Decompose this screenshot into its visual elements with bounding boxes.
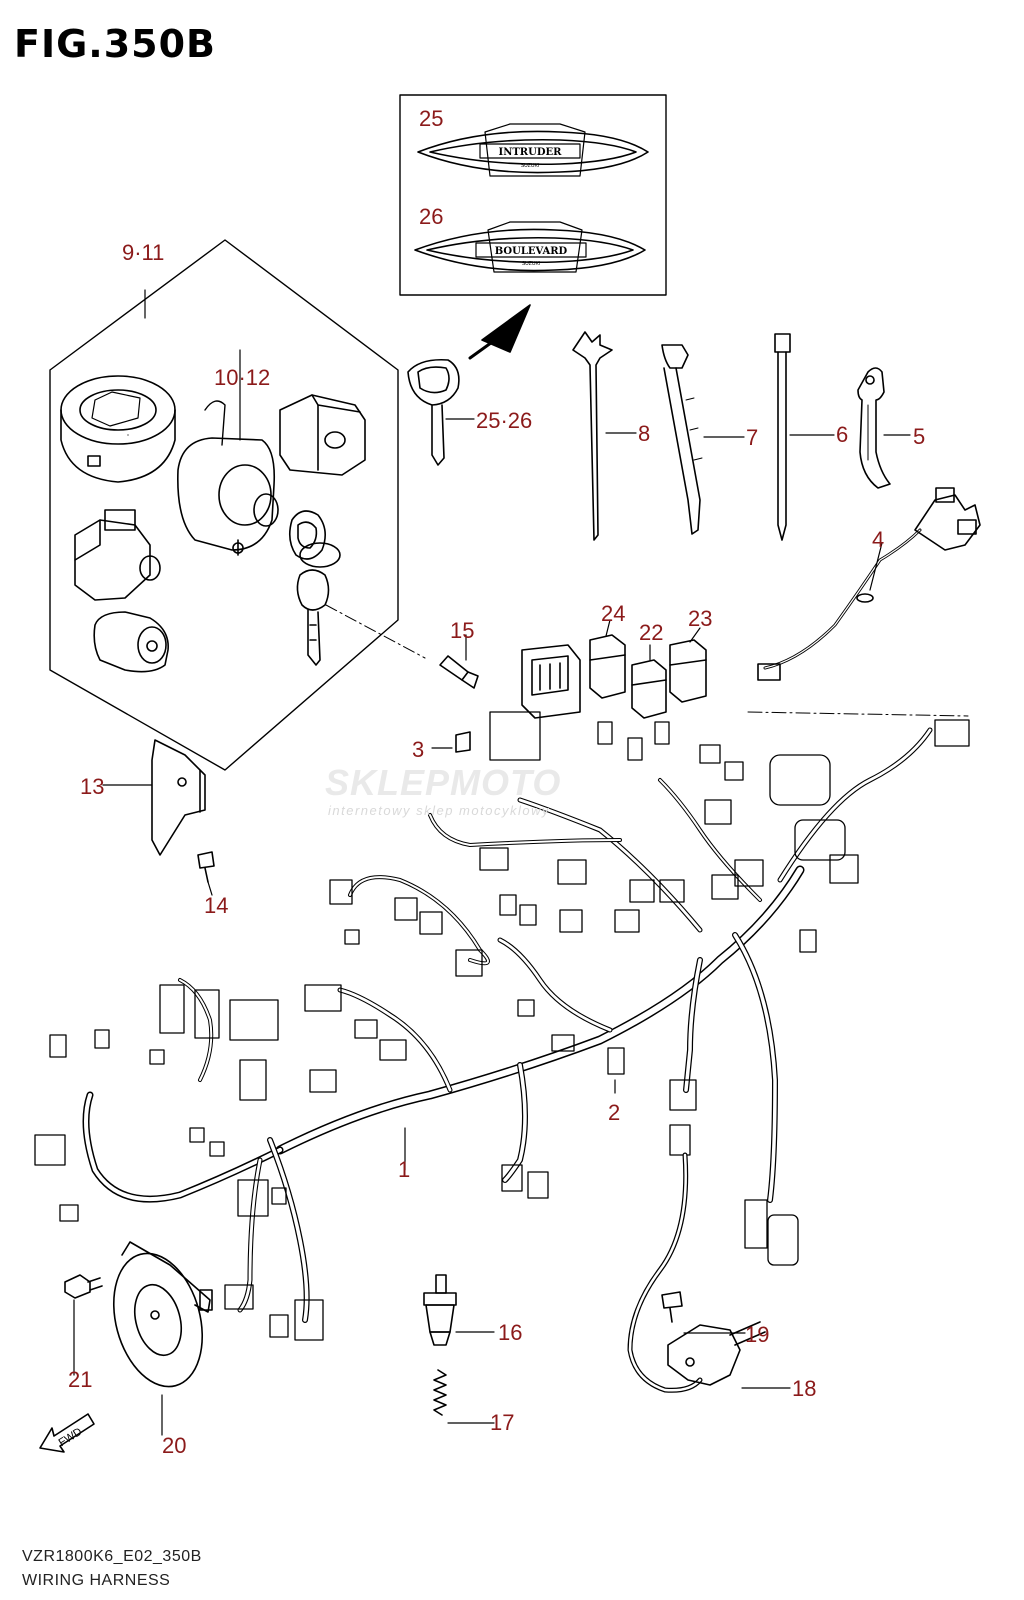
ignition-switch-part	[177, 349, 279, 556]
sub-harness-4	[757, 487, 981, 681]
callout-22: 22	[639, 620, 664, 645]
callout-25-26: 25·26	[476, 408, 533, 433]
bolt-21	[64, 1274, 103, 1299]
fuel-cap-cylinder-part	[93, 611, 169, 673]
emblem-26-boulevard: BOULEVARD SUZUKI	[414, 221, 646, 273]
leader-lines	[73, 418, 911, 1436]
callout-4: 4	[872, 527, 885, 552]
callout-6: 6	[836, 422, 849, 447]
callout-1: 1	[398, 1157, 411, 1182]
callout-2: 2	[608, 1100, 621, 1125]
callout-7: 7	[746, 425, 759, 450]
callout-13: 13	[80, 774, 105, 799]
bolt-15	[439, 655, 479, 689]
callout-18: 18	[792, 1376, 817, 1401]
callout-3: 3	[412, 737, 425, 762]
relay-24	[589, 634, 626, 699]
spring-17	[433, 1369, 447, 1416]
fuse-3	[455, 731, 471, 753]
callout-9-11: 9·11	[122, 240, 165, 265]
sidestand-switch-wire	[627, 1152, 703, 1393]
emblem-inset-box	[399, 94, 667, 360]
main-harness	[82, 727, 933, 1323]
callout-14: 14	[204, 893, 229, 918]
emblem-26-text: BOULEVARD	[495, 246, 568, 257]
ignition-ring-part	[60, 375, 176, 483]
callout-20: 20	[162, 1433, 187, 1458]
callout-24: 24	[601, 601, 626, 626]
emblem-25-text: INTRUDER	[499, 147, 563, 158]
screw-14	[197, 851, 215, 883]
fuse-box	[521, 644, 581, 719]
ignition-set-box	[49, 239, 399, 771]
clamp-5	[857, 367, 891, 489]
harness-connectors	[34, 711, 970, 1341]
keys-part	[288, 510, 341, 666]
screw-19	[661, 1291, 683, 1323]
callout-19: 19	[745, 1322, 770, 1347]
callout-25: 25	[419, 106, 444, 131]
callout-17: 17	[490, 1410, 515, 1435]
callout-23: 23	[688, 606, 713, 631]
model-code: VZR1800K6_E02_350B	[22, 1548, 202, 1565]
relay-22	[631, 659, 667, 719]
watermark-tagline: internetowy sklep motocyklowy	[328, 803, 550, 818]
relay-23	[669, 639, 707, 703]
emblem-25-brand: SUZUKI	[521, 163, 539, 169]
callout-15: 15	[450, 618, 475, 643]
emblem-26-brand: SUZUKI	[522, 261, 540, 267]
callout-5: 5	[913, 424, 926, 449]
callout-8: 8	[638, 421, 651, 446]
callout-16: 16	[498, 1320, 523, 1345]
lock-cylinder-part	[74, 509, 161, 601]
horn-20	[112, 1241, 213, 1388]
callout-10-12: 10·12	[214, 365, 271, 390]
cable-tie-6	[774, 333, 791, 541]
cable-tie-8	[572, 331, 613, 541]
callout-21: 21	[68, 1367, 93, 1392]
emblem-25-intruder: INTRUDER SUZUKI	[417, 123, 649, 177]
cable-tie-7	[661, 344, 703, 535]
watermark-logo: SKLEPMOTO	[325, 762, 562, 803]
bracket-13	[151, 739, 206, 856]
figure-title: FIG.350B	[14, 22, 217, 66]
key-fob-part	[407, 358, 460, 466]
seat-lock-part	[279, 394, 366, 476]
switch-16	[423, 1274, 457, 1346]
fwd-arrow: FWD	[39, 1413, 95, 1453]
figure-caption: WIRING HARNESS	[22, 1572, 171, 1589]
callout-26: 26	[419, 204, 444, 229]
